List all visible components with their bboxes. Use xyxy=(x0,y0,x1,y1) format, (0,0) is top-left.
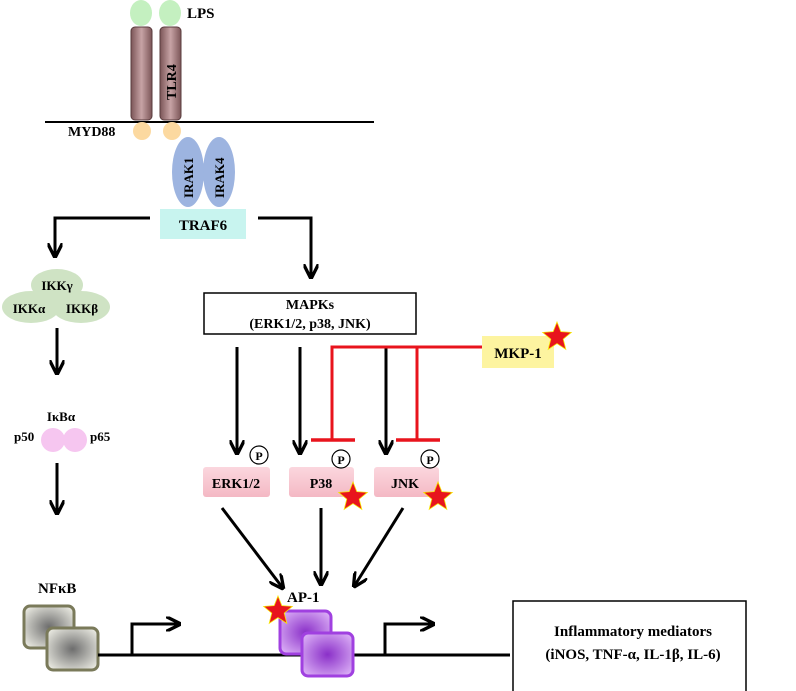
erk-label: ERK1/2 xyxy=(212,477,260,492)
jnk-label: JNK xyxy=(391,477,419,492)
p38-star-icon xyxy=(337,480,369,511)
ikk-alpha-node xyxy=(2,291,60,323)
tlr4-receptor-right xyxy=(159,26,182,121)
ap1-protein-front xyxy=(300,631,355,678)
traf6-label: TRAF6 xyxy=(179,218,228,234)
nfkb-transcription-arrow xyxy=(130,624,178,655)
nfkb-protein-front xyxy=(45,626,100,672)
mkp1-label: MKP-1 xyxy=(494,346,541,362)
p65-subunit xyxy=(63,428,87,452)
ikk-gamma-label: IKKγ xyxy=(41,278,72,293)
tlr4-receptor-left xyxy=(130,26,153,121)
mapks-box xyxy=(203,292,417,335)
erk-phospho-icon xyxy=(249,445,269,465)
mkp1-box xyxy=(482,336,554,368)
tlr4-label: TLR4 xyxy=(165,64,180,100)
irak1-node xyxy=(172,137,204,207)
irak4-node xyxy=(203,137,235,207)
mapks-title: MAPKs xyxy=(286,298,335,313)
lps-ligand-2 xyxy=(159,0,181,26)
p38-phospho-icon xyxy=(331,449,351,469)
erk-box xyxy=(203,467,270,497)
mediators-title: Inflammatory mediators xyxy=(554,624,712,640)
p50-subunit xyxy=(41,428,65,452)
traf6-to-ikk-arrow xyxy=(55,216,150,255)
myd88-label: MYD88 xyxy=(68,125,115,140)
erk-to-ap1-arrow xyxy=(220,507,282,587)
ikk-beta-label: IKKβ xyxy=(66,301,98,316)
mediators-box xyxy=(512,600,747,691)
mkp1-star-icon xyxy=(541,320,573,351)
traf6-to-mapk-arrow xyxy=(258,216,311,276)
p38-phospho-label: P xyxy=(337,453,344,467)
irak4-label: IRAK4 xyxy=(212,157,227,198)
nfkb-label: NFκB xyxy=(38,581,76,597)
jnk-phospho-label: P xyxy=(426,453,433,467)
erk-phospho-label: P xyxy=(255,449,262,463)
jnk-phospho-icon xyxy=(420,449,440,469)
mkp1-inhibition-line xyxy=(330,345,482,440)
jnk-star-icon xyxy=(422,480,454,511)
jnk-box xyxy=(374,467,439,497)
p38-label: P38 xyxy=(310,477,333,492)
ikba-label: IκBα xyxy=(47,409,76,424)
myd88-adaptor-2 xyxy=(163,122,181,140)
p38-box xyxy=(289,467,354,497)
ap1-star-icon xyxy=(262,594,294,625)
ikk-alpha-label: IKKα xyxy=(13,301,46,316)
irak1-label: IRAK1 xyxy=(181,158,196,198)
ap1-label: AP-1 xyxy=(287,590,320,606)
mapks-members: (ERK1/2, p38, JNK) xyxy=(249,317,371,332)
lps-ligand-1 xyxy=(130,0,152,26)
ap1-transcription-arrow xyxy=(383,624,432,655)
jnk-to-ap1-arrow xyxy=(355,507,405,585)
ikk-beta-node xyxy=(52,291,110,323)
myd88-adaptor-1 xyxy=(133,122,151,140)
mediators-list: (iNOS, TNF-α, IL-1β, IL-6) xyxy=(545,647,720,663)
lps-label: LPS xyxy=(187,6,215,22)
p65-label: p65 xyxy=(90,429,111,444)
traf6-box xyxy=(160,209,246,239)
p50-label: p50 xyxy=(14,429,34,444)
